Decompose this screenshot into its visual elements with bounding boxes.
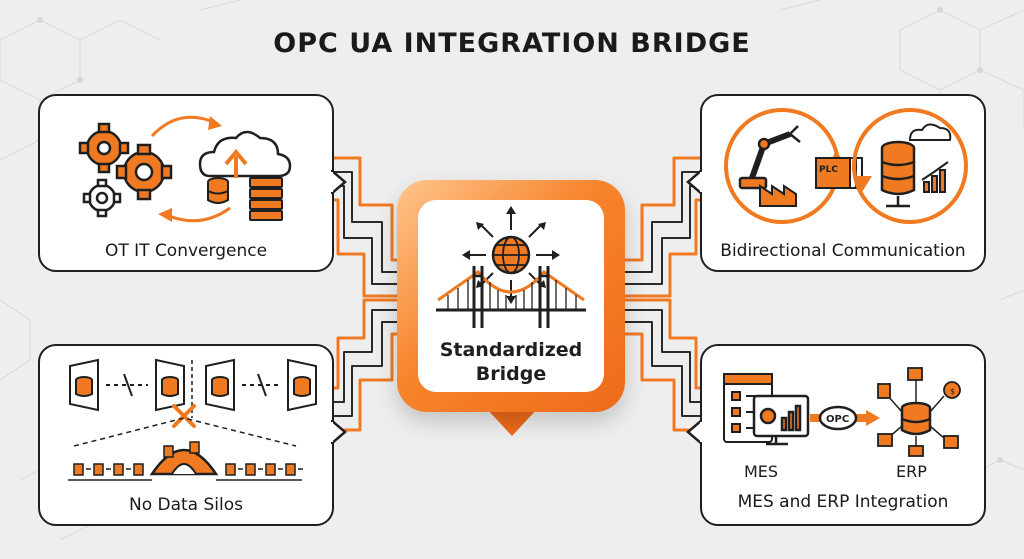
panel-bidirectional-communication: PLC Bidirectional Communication — [700, 94, 986, 272]
erp-database-icon — [900, 401, 932, 436]
hub-label: Standardized Bridge — [418, 338, 604, 386]
database-icon — [207, 177, 229, 204]
panel-caption: Bidirectional Communication — [720, 241, 966, 261]
speech-bubble-tail — [331, 170, 347, 194]
hub-label-line-1: Standardized — [439, 339, 583, 361]
panel-ot-it-convergence: OT IT Convergence — [38, 94, 334, 272]
ot-it-illustration — [78, 115, 292, 223]
isolated-database-icon — [69, 358, 185, 412]
factory-icon — [759, 184, 797, 207]
erp-module-icon — [877, 367, 961, 457]
suspension-bridge-icon — [436, 266, 586, 328]
panel-caption: MES and ERP Integration — [737, 492, 949, 512]
mes-label: MES — [744, 462, 779, 481]
panel-caption: OT IT Convergence — [104, 241, 268, 261]
bidirectional-illustration: PLC — [724, 108, 968, 224]
erp-label: ERP — [896, 462, 927, 481]
opc-badge-icon: OPC — [818, 405, 858, 431]
panel-mes-erp-integration: OPC $ MES ERP MES and ERP Integration — [700, 344, 986, 526]
plc-badge: PLC — [819, 165, 838, 175]
page-title: OPC UA INTEGRATION BRIDGE — [273, 28, 751, 59]
robot-arm-icon — [738, 125, 801, 190]
database-icon — [880, 140, 916, 208]
isolated-database-icon — [205, 358, 317, 412]
cross-icon — [172, 404, 196, 428]
speech-bubble-tail — [331, 420, 347, 444]
speech-bubble-tail — [686, 420, 702, 444]
gear-icon — [82, 178, 122, 218]
monitor-icon — [752, 394, 810, 446]
opc-badge: OPC — [826, 414, 849, 425]
gear-icon — [115, 143, 173, 201]
svg-text:$: $ — [950, 387, 955, 396]
bridge-illustration — [436, 206, 586, 328]
panel-caption: No Data Silos — [128, 495, 243, 515]
mes-erp-illustration: OPC $ — [723, 367, 961, 457]
data-packet-icon — [73, 441, 296, 476]
bar-chart-icon — [921, 161, 949, 193]
speech-bubble-tail — [686, 170, 702, 194]
globe-network-icon — [462, 206, 560, 304]
server-rack-icon — [249, 177, 283, 221]
gear-icon — [78, 122, 130, 174]
panel-no-data-silos: No Data Silos — [38, 344, 334, 526]
cloud-upload-icon — [198, 130, 292, 178]
hub-label-line-2: Bridge — [475, 363, 547, 385]
no-silos-illustration — [68, 358, 317, 481]
cloud-icon — [908, 123, 952, 141]
